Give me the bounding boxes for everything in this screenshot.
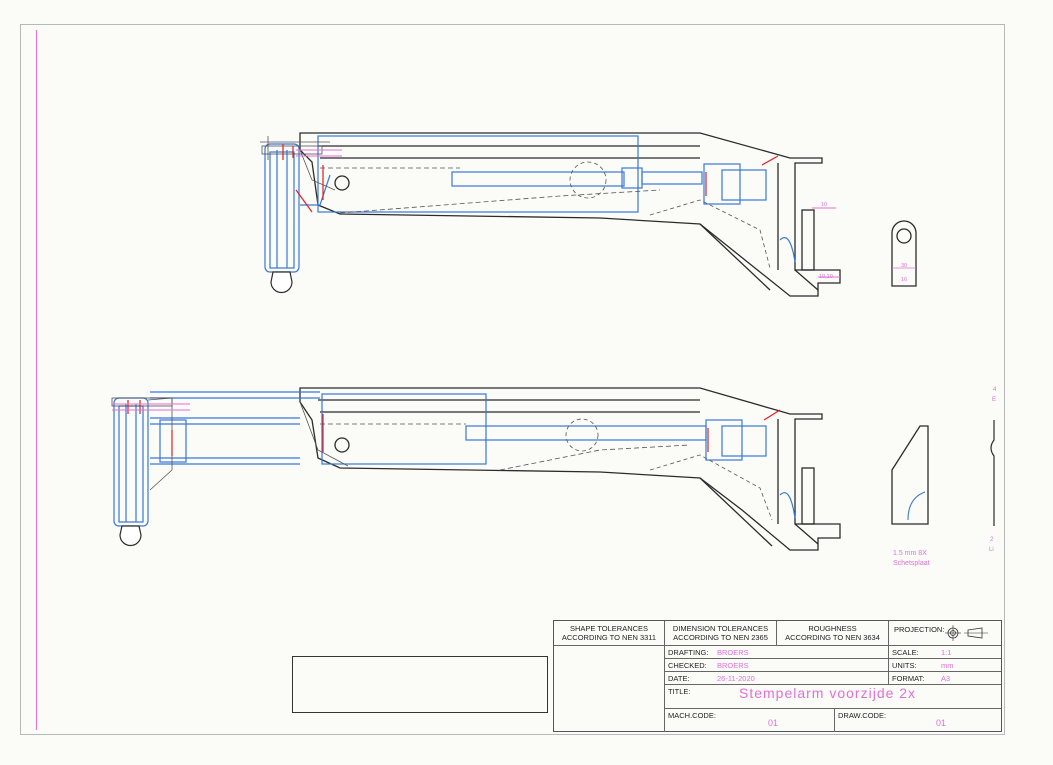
checked-value: BROERS bbox=[717, 661, 749, 670]
edge-mark: 2 bbox=[990, 537, 994, 543]
arm-view-top-details bbox=[260, 136, 771, 294]
title-label: TITLE: bbox=[668, 687, 691, 696]
mach-code-value: 01 bbox=[768, 718, 779, 728]
gusset-plate-view bbox=[891, 425, 929, 525]
shape-tolerances-header: SHAPE TOLERANCES ACCORDING TO NEN 3311 bbox=[561, 624, 657, 642]
scale-label: SCALE: bbox=[892, 648, 919, 657]
arm-view-top-red bbox=[282, 144, 779, 213]
edge-profile-view bbox=[990, 420, 995, 526]
title-block: SHAPE TOLERANCES ACCORDING TO NEN 3311 D… bbox=[553, 620, 1002, 732]
arm-view-bottom-details bbox=[111, 397, 773, 547]
format-value: A3 bbox=[941, 674, 951, 683]
arm-view-bottom-hidden bbox=[113, 391, 796, 527]
roughness-header: ROUGHNESS ACCORDING TO NEN 3634 bbox=[785, 624, 880, 642]
arm-view-bottom-red bbox=[127, 400, 781, 456]
drafting-label: DRAFTING: bbox=[668, 648, 709, 657]
arm-view-bottom bbox=[299, 387, 841, 551]
arm-view-top-pink bbox=[296, 149, 840, 278]
arm-view-top-hidden bbox=[264, 135, 796, 273]
drawing-title: Stempelarm voorzijde 2x bbox=[739, 685, 917, 701]
date-value: 26-11-2020 bbox=[717, 674, 755, 683]
arm-view-bottom-pink bbox=[112, 403, 190, 411]
drafting-value: BROERS bbox=[717, 648, 749, 657]
drawing-frame bbox=[20, 24, 1005, 735]
material-note-line2: Schetsplaat bbox=[893, 560, 930, 567]
units-value: mm bbox=[941, 661, 954, 670]
dimension-label: 16 bbox=[901, 277, 908, 283]
checked-label: CHECKED: bbox=[668, 661, 707, 670]
dimension-label: 30 bbox=[901, 263, 908, 269]
scale-value: 1:1 bbox=[941, 648, 952, 657]
revision-box bbox=[292, 656, 548, 713]
binding-margin-line bbox=[36, 30, 37, 730]
mach-code-label: MACH.CODE: bbox=[668, 711, 716, 720]
dimension-label: 10 bbox=[821, 202, 828, 208]
projection-label: PROJECTION: bbox=[894, 625, 945, 634]
material-note-line1: 1.5 mm 8X bbox=[893, 550, 927, 557]
projection-symbol-icon bbox=[945, 625, 988, 641]
ring-detail-view bbox=[891, 220, 917, 287]
edge-mark: E bbox=[992, 397, 997, 403]
draw-code-value: 01 bbox=[936, 718, 947, 728]
dimension-tolerances-header: DIMENSION TOLERANCES ACCORDING TO NEN 23… bbox=[672, 624, 769, 642]
arm-view-top bbox=[299, 132, 841, 297]
draw-code-label: DRAW.CODE: bbox=[838, 711, 887, 720]
dimension-label: 10,20 bbox=[819, 274, 833, 280]
units-label: UNITS: bbox=[892, 661, 917, 670]
date-label: DATE: bbox=[668, 674, 690, 683]
edge-mark: 4 bbox=[993, 387, 997, 393]
format-label: FORMAT: bbox=[892, 674, 925, 683]
edge-mark: Li bbox=[989, 547, 994, 553]
